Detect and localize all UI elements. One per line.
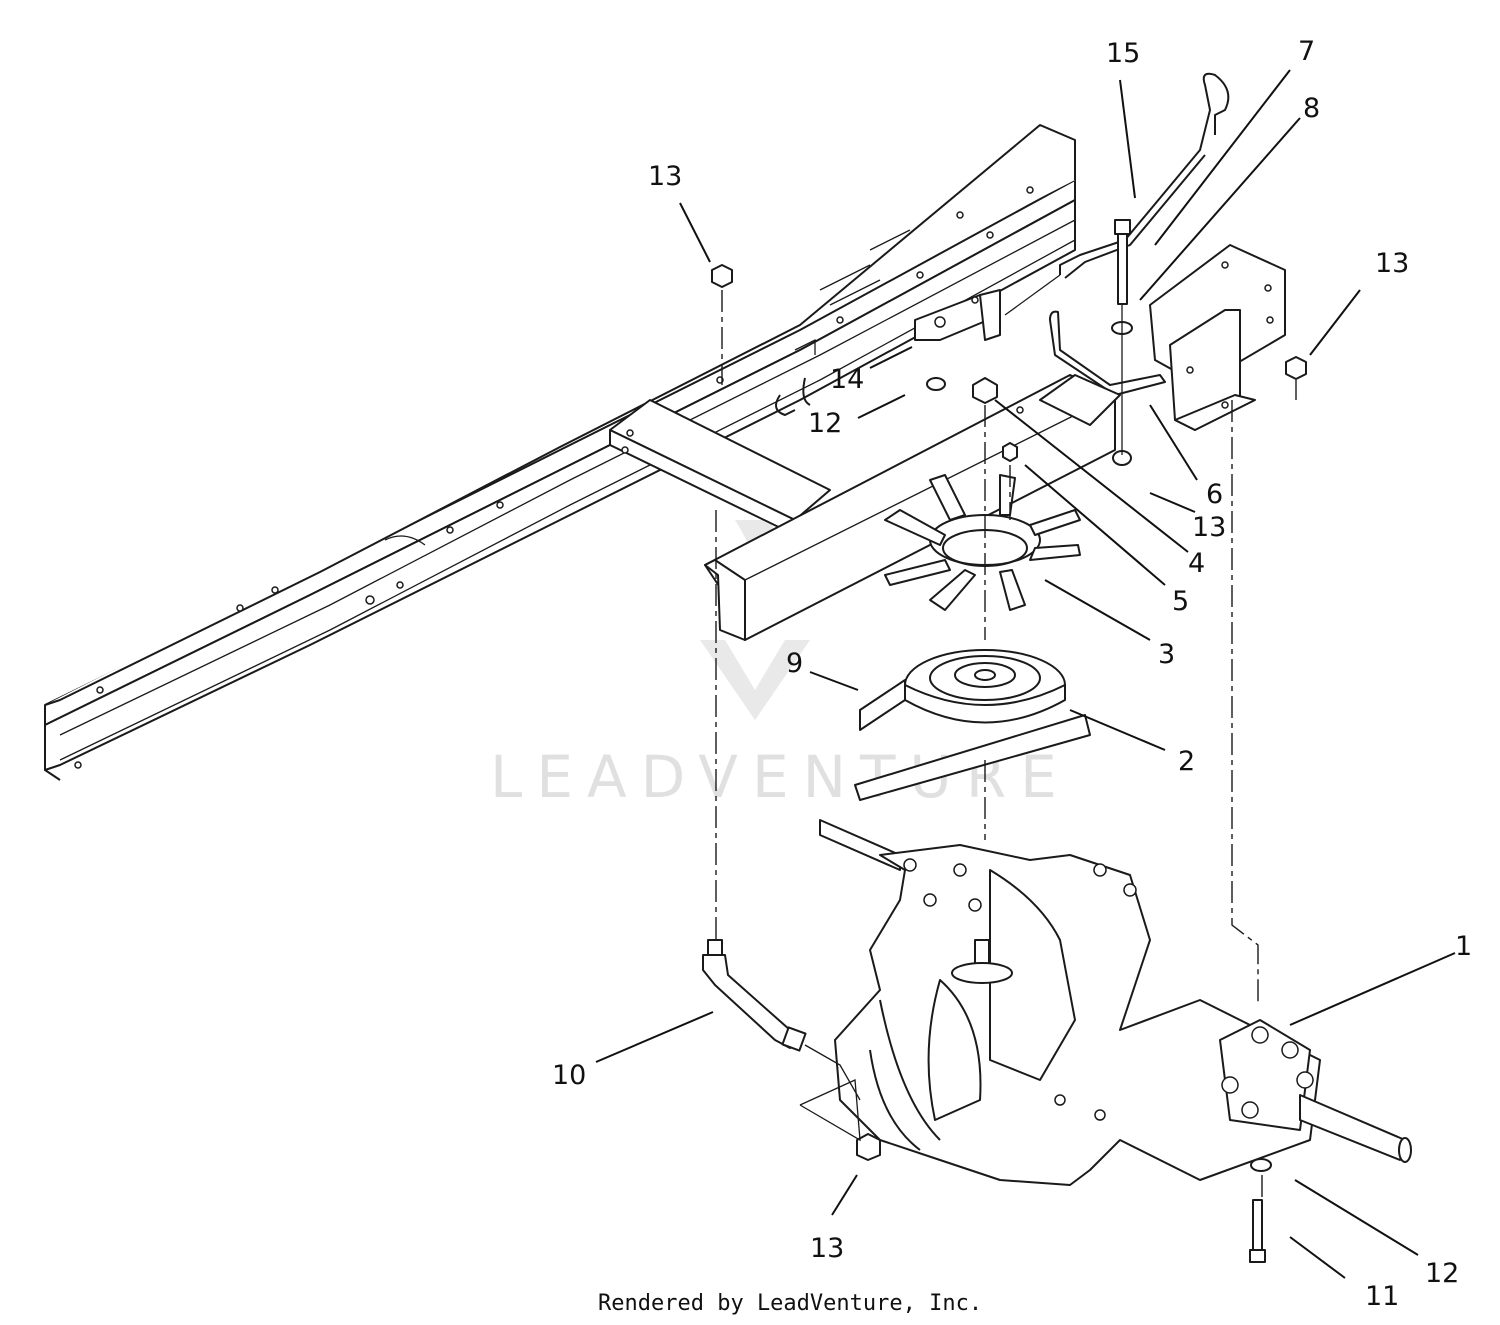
cross-member [609,399,831,536]
callout-15: 15 [1106,38,1140,69]
callout-7: 7 [1298,36,1315,67]
callout-1: 1 [1455,931,1472,962]
callout-5: 5 [1172,586,1189,617]
callout-11: 11 [1365,1281,1399,1312]
control-rod [1004,72,1230,316]
pulley-and-belt [854,649,1091,801]
callout-6: 6 [1206,479,1223,510]
callout-13-top-right: 13 [1375,248,1409,279]
callout-13-middle: 13 [1192,512,1226,543]
cooling-fan [884,474,1081,611]
callout-3: 3 [1158,639,1175,670]
callout-labels: 15 7 8 13 13 14 12 6 13 4 5 3 9 2 1 10 1… [552,36,1472,1312]
callout-14: 14 [830,364,864,395]
nuts-washers [711,264,1307,1263]
leader-lines [595,69,1456,1279]
callout-12-upper: 12 [808,408,842,439]
callout-8: 8 [1303,93,1320,124]
frame-bracket-right [1149,244,1286,431]
bolt-washer-stack [1111,219,1133,466]
lever-arm [1039,310,1166,426]
callout-9: 9 [786,648,803,679]
callout-2: 2 [1178,746,1195,777]
frame-rail-left [44,124,1076,781]
frame-bracket-center [914,289,1001,341]
callout-13-bottom: 13 [810,1233,844,1264]
callout-12-lower: 12 [1425,1258,1459,1289]
linkage-bracket [775,377,811,416]
callout-10: 10 [552,1060,586,1091]
callout-4: 4 [1188,548,1205,579]
render-credit: Rendered by LeadVenture, Inc. [598,1291,982,1316]
frame-channel-right [704,374,1116,641]
callout-13-top-left: 13 [648,161,682,192]
assembly-lines [715,290,1297,1200]
hydraulic-fitting [702,939,861,1101]
transaxle [819,819,1412,1186]
